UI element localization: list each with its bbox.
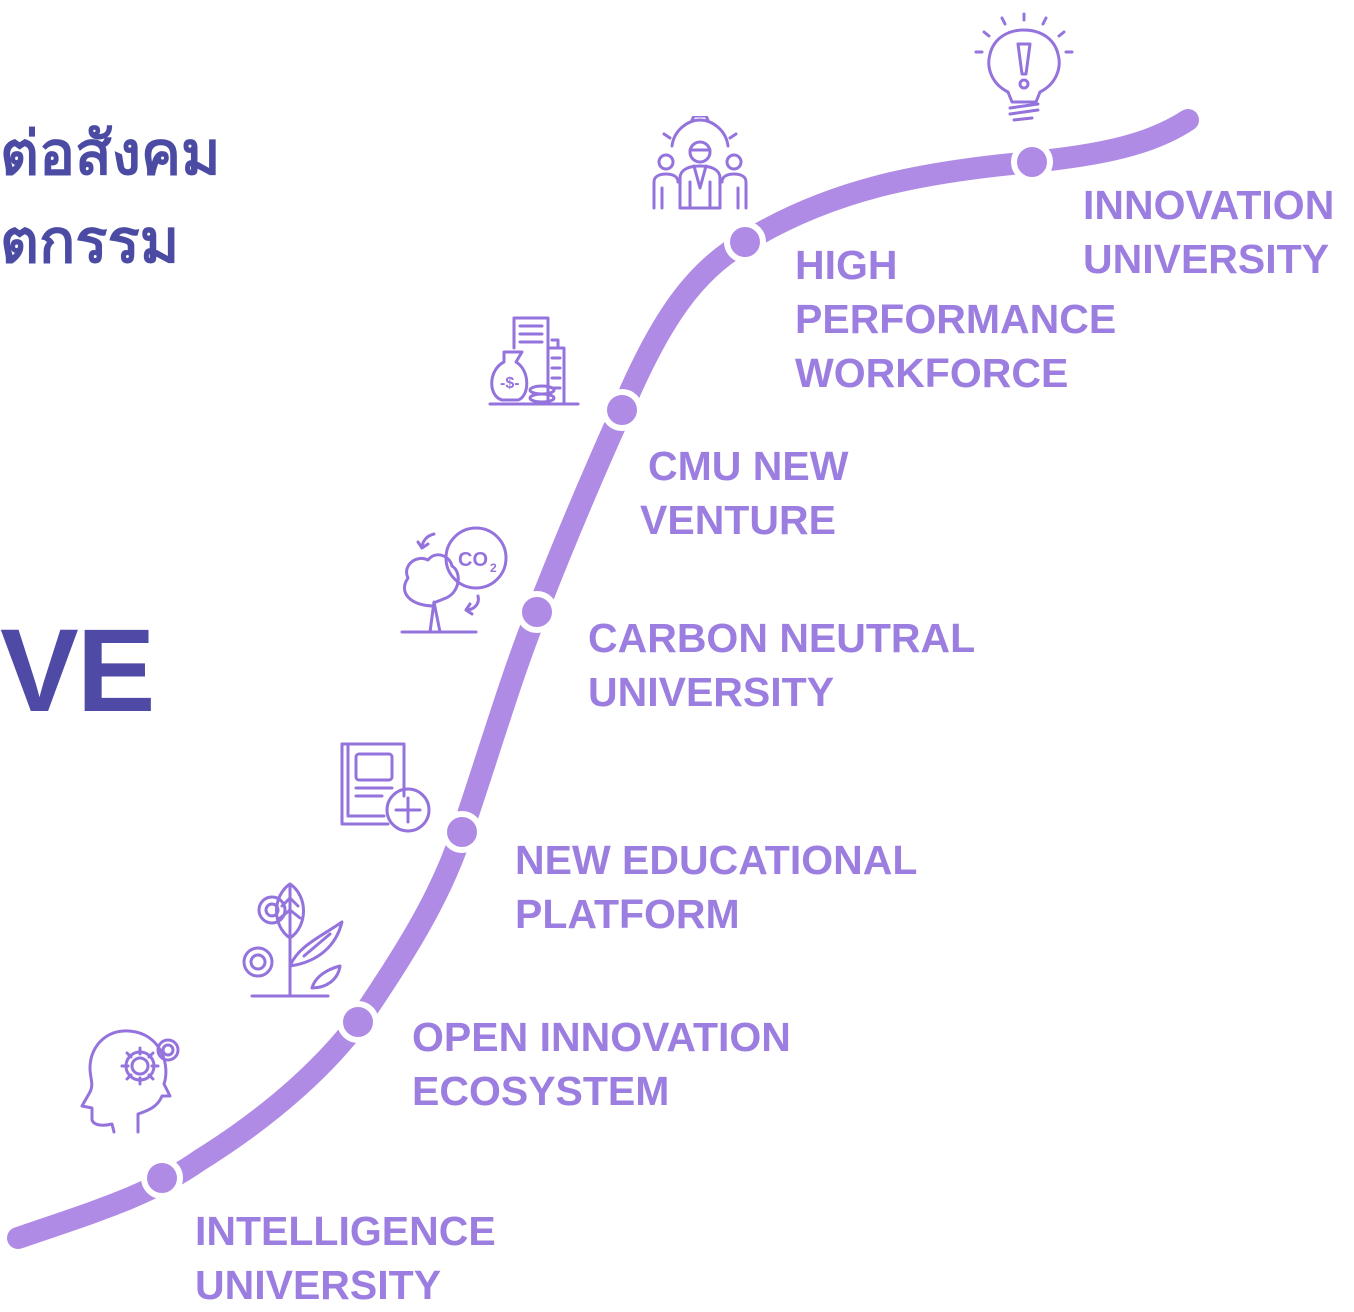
team-gear-icon [650, 116, 750, 212]
book-plus-icon [334, 736, 438, 836]
moneybag-building-icon: -$- [486, 312, 584, 408]
milestone-new-educational-platform: NEW EDUCATIONAL PLATFORM [515, 833, 917, 941]
milestone-cmu-new-venture: CMU NEW VENTURE [640, 439, 848, 547]
svg-text:-$-: -$- [500, 375, 520, 392]
dot-intelligence-university [141, 1157, 183, 1199]
gear-plant-icon [232, 876, 352, 1000]
dot-carbon-neutral-university [516, 591, 558, 633]
heading-line-2: ตกรรม [0, 207, 180, 277]
label-line: INNOVATION [1083, 182, 1335, 228]
dot-cmu-new-venture [601, 389, 643, 431]
svg-text:CO: CO [458, 549, 488, 571]
label-line: UNIVERSITY [1083, 236, 1330, 282]
label-line: OPEN INNOVATION [412, 1014, 791, 1060]
dot-innovation-university [1011, 141, 1053, 183]
dot-open-innovation-ecosystem [337, 1001, 379, 1043]
dot-new-educational-platform [441, 811, 483, 853]
milestone-dots [141, 141, 1053, 1199]
dot-high-performance-workforce [724, 221, 766, 263]
label-line: VENTURE [640, 497, 836, 543]
label-line: ECOSYSTEM [412, 1068, 670, 1114]
label-line: PERFORMANCE [795, 296, 1117, 342]
label-line: INTELLIGENCE [195, 1208, 496, 1254]
label-line: UNIVERSITY [588, 669, 835, 715]
label-line: HIGH [795, 242, 898, 288]
milestone-carbon-neutral-university: CARBON NEUTRAL UNIVERSITY [588, 611, 975, 719]
label-line: CARBON NEUTRAL [588, 615, 976, 661]
big-word: VE [0, 605, 155, 737]
label-line: WORKFORCE [795, 350, 1069, 396]
head-gear-icon [78, 1026, 188, 1136]
milestone-innovation-university: INNOVATION UNIVERSITY [1083, 178, 1334, 286]
milestone-high-performance-workforce: HIGH PERFORMANCE WORKFORCE [795, 238, 1116, 400]
label-line: CMU NEW [648, 443, 849, 489]
lightbulb-icon [970, 8, 1078, 128]
label-line: UNIVERSITY [195, 1262, 442, 1308]
label-line: PLATFORM [515, 891, 740, 937]
milestone-open-innovation-ecosystem: OPEN INNOVATION ECOSYSTEM [412, 1010, 791, 1118]
heading-line-1: ต่อสังคม [0, 119, 221, 189]
tree-co2-icon: CO 2 [396, 522, 512, 640]
label-line: NEW EDUCATIONAL [515, 837, 918, 883]
milestone-intelligence-university: INTELLIGENCE UNIVERSITY [195, 1204, 496, 1312]
svg-text:2: 2 [490, 561, 497, 575]
